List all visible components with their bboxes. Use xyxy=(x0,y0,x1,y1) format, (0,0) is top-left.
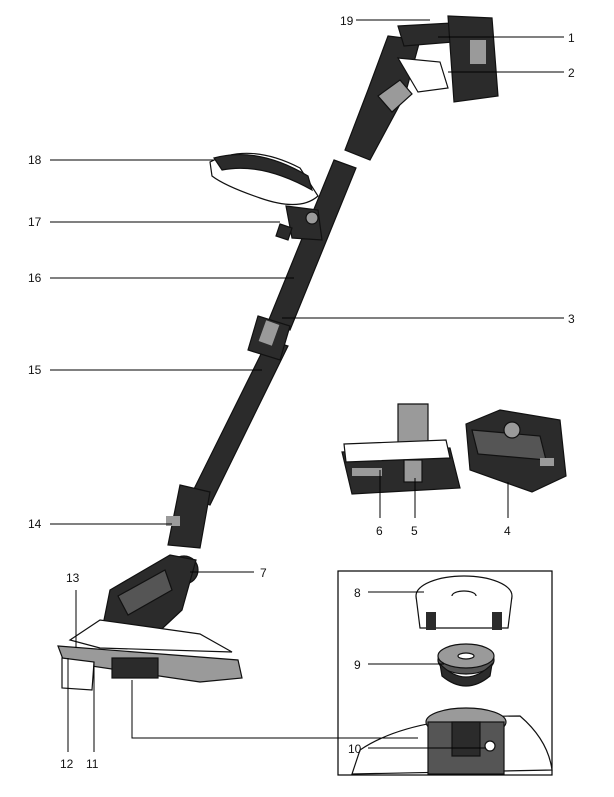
callout-8: 8 xyxy=(354,586,361,600)
callout-12: 12 xyxy=(60,757,74,771)
callout-numbers: 19 1 2 18 17 16 3 15 6 5 4 14 7 13 8 9 1… xyxy=(28,14,575,771)
callout-15: 15 xyxy=(28,363,42,377)
spool-illustration xyxy=(437,643,495,687)
callout-1: 1 xyxy=(568,31,575,45)
callout-11: 11 xyxy=(86,757,99,771)
callout-10: 10 xyxy=(348,742,362,756)
callout-5: 5 xyxy=(411,524,418,538)
spool-housing-illustration xyxy=(351,707,553,775)
callout-9: 9 xyxy=(354,658,361,672)
callout-7: 7 xyxy=(260,566,267,580)
callout-4: 4 xyxy=(504,524,511,538)
callout-2: 2 xyxy=(568,66,575,80)
callout-16: 16 xyxy=(28,271,42,285)
callout-13: 13 xyxy=(66,571,80,585)
callout-3: 3 xyxy=(568,312,575,326)
battery-charger-illustration xyxy=(465,409,567,493)
callout-19: 19 xyxy=(340,14,354,28)
callout-14: 14 xyxy=(28,517,42,531)
callout-18: 18 xyxy=(28,153,42,167)
spool-detail-frame xyxy=(337,570,553,776)
battery-pack-illustration xyxy=(341,403,461,495)
callout-17: 17 xyxy=(28,215,42,229)
callout-lines xyxy=(50,19,564,752)
callout-6: 6 xyxy=(376,524,383,538)
spool-cap-illustration xyxy=(415,575,513,630)
